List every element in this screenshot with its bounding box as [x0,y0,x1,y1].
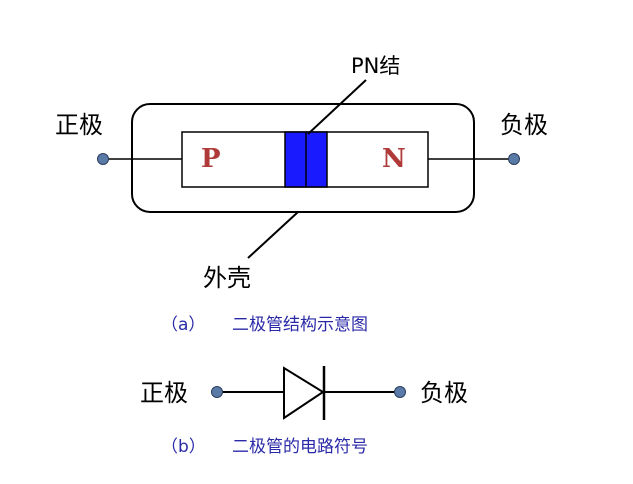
case-pointer-line [247,211,299,259]
p-region-letter: P [201,144,221,174]
pn-junction-label: PN结 [351,54,401,78]
anode-terminal [97,153,109,165]
cathode-terminal [508,153,520,165]
caption-a-marker: （a） [161,315,206,335]
anode-label: 正极 [55,111,103,139]
symbol-anode-label: 正极 [140,379,188,407]
diode-triangle [283,366,325,420]
caption-b-marker: （b） [161,437,206,457]
caption-b-text: 二极管的电路符号 [232,437,368,457]
symbol-cathode-label: 负极 [420,379,468,407]
case-outline [131,103,475,213]
case-label: 外壳 [203,264,251,292]
n-region-letter: N [382,144,406,174]
pn-pointer-line [307,79,367,135]
symbol-cathode-terminal [394,386,406,398]
symbol-anode-terminal [211,386,223,398]
cathode-label: 负极 [500,111,548,139]
caption-a-text: 二极管结构示意图 [232,315,368,335]
